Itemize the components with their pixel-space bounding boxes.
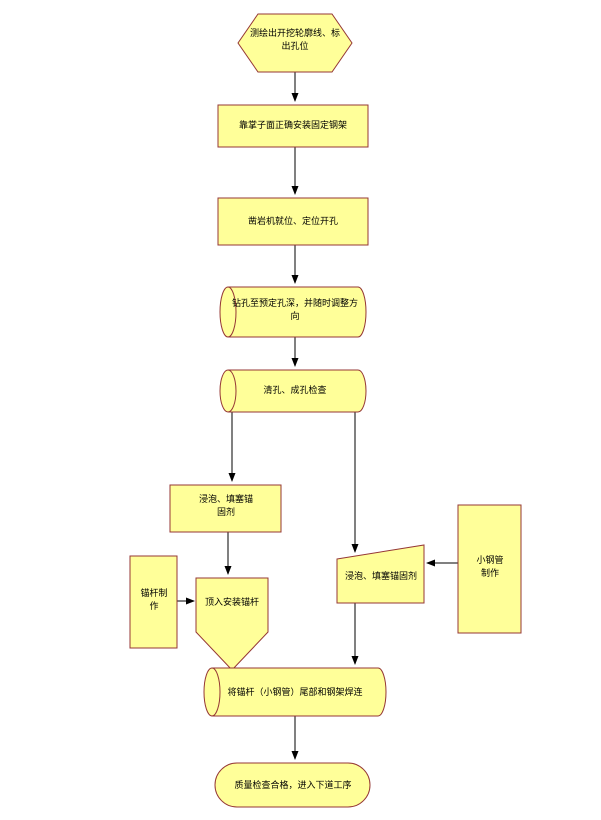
install-frame-rect <box>217 104 369 148</box>
drill-depth-cylinder <box>219 286 367 338</box>
soak-right-trapezoid <box>336 544 425 604</box>
install-anchor-label: 顶入安装锚杆 <box>204 598 259 608</box>
drill-position-label: 凿岩机就位、定位开孔 <box>247 217 338 227</box>
weld-label: 将锚杆（小钢管）尾部和钢架焊连 <box>227 688 363 698</box>
weld-cylinder <box>203 667 387 717</box>
install-frame-label: 靠掌子面正确安装固定钢架 <box>238 121 347 131</box>
quality-label: 质量检查合格，进入下道工序 <box>234 781 352 791</box>
anchor-make-rect <box>129 555 178 649</box>
quality-terminator <box>214 762 371 808</box>
soak-right-label: 浸泡、填塞锚固剂 <box>344 572 417 582</box>
drill-depth-cylinder-edge <box>227 286 237 338</box>
drill-position-rect <box>217 197 369 246</box>
soak-left-label: 浸泡、填塞锚固剂 <box>198 495 253 519</box>
soak-left-rect <box>169 484 282 533</box>
clean-check-cylinder-edge <box>227 369 237 413</box>
drill-depth-label: 钻孔至预定孔深，并随时调整方向 <box>231 299 358 323</box>
install-anchor-pentagon <box>195 577 269 671</box>
survey-hexagon <box>237 13 353 73</box>
anchor-make-label: 锚杆制作 <box>140 589 168 613</box>
weld-cylinder-edge <box>211 667 221 717</box>
clean-check-label: 清孔、成孔检查 <box>263 386 327 396</box>
node-shapes <box>129 13 522 808</box>
clean-check-cylinder <box>219 369 367 413</box>
pipe-make-label: 小钢管制作 <box>476 556 504 580</box>
pipe-make-rect <box>457 504 522 634</box>
survey-label: 测绘出开挖轮廓线、标出孔位 <box>249 29 340 53</box>
